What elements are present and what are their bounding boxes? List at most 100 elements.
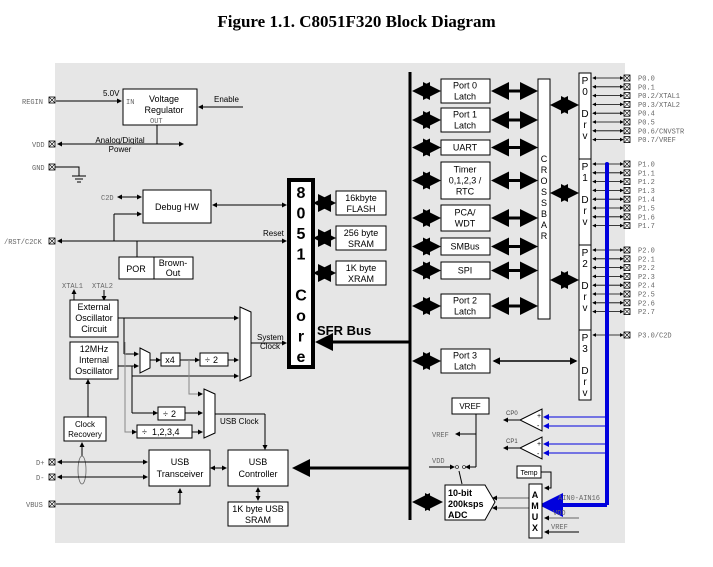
svg-text:Latch: Latch bbox=[454, 121, 476, 131]
svg-text:Port 1: Port 1 bbox=[453, 110, 477, 120]
regin-pin: REGIN bbox=[22, 96, 56, 107]
dminus-pin: D- bbox=[36, 473, 56, 483]
svg-text:Port 0: Port 0 bbox=[453, 81, 477, 91]
svg-text:CP0: CP0 bbox=[506, 411, 518, 417]
svg-text:-: - bbox=[537, 451, 540, 458]
usb-clock-label: USB Clock bbox=[220, 417, 260, 426]
svg-text:P1.4: P1.4 bbox=[638, 197, 655, 205]
core-letter: e bbox=[297, 349, 306, 366]
system-clock-label-1: System bbox=[257, 333, 284, 342]
svg-text:P2.4: P2.4 bbox=[638, 283, 655, 291]
svg-text:OUT: OUT bbox=[150, 118, 163, 126]
vin-label: 5.0V bbox=[103, 89, 120, 98]
svg-text:External: External bbox=[77, 302, 110, 312]
core-letter: 0 bbox=[297, 206, 306, 223]
svg-text:200ksps: 200ksps bbox=[448, 499, 484, 509]
svg-text:P2.5: P2.5 bbox=[638, 292, 655, 300]
svg-text:P0.3/XTAL2: P0.3/XTAL2 bbox=[638, 102, 680, 110]
amux-letter: M bbox=[531, 501, 539, 511]
clock-recovery-block: Clock Recovery bbox=[63, 416, 107, 442]
crossbar-letter: B bbox=[541, 209, 547, 219]
svg-text:Brown-: Brown- bbox=[159, 258, 188, 268]
svg-text:Controller: Controller bbox=[238, 469, 277, 479]
core-letter: r bbox=[298, 329, 304, 346]
core-letter: o bbox=[296, 308, 306, 325]
div2-system: ÷ 2 bbox=[199, 352, 229, 367]
adc-block: 10-bit 200ksps ADC bbox=[444, 484, 496, 521]
peripheral-block: SPI bbox=[412, 261, 538, 280]
x4-multiplier: x4 bbox=[160, 352, 181, 367]
svg-text:Oscillator: Oscillator bbox=[75, 313, 113, 323]
core-letter: 5 bbox=[297, 226, 306, 243]
svg-text:P0.5: P0.5 bbox=[638, 120, 655, 128]
external-oscillator-block: External Oscillator Circuit bbox=[69, 299, 119, 338]
svg-text:Circuit: Circuit bbox=[81, 324, 107, 334]
svg-text:P0.6/CNVSTR: P0.6/CNVSTR bbox=[638, 128, 685, 136]
svg-text:D: D bbox=[581, 109, 588, 120]
svg-text:2: 2 bbox=[582, 259, 588, 270]
svg-text:r: r bbox=[583, 292, 587, 303]
svg-text:Latch: Latch bbox=[454, 362, 476, 372]
crossbar-letter: S bbox=[541, 187, 547, 197]
svg-text:PCA/: PCA/ bbox=[454, 208, 476, 218]
clock-mux-small bbox=[139, 347, 151, 374]
svg-text:1K byte: 1K byte bbox=[346, 263, 377, 273]
svg-text:UART: UART bbox=[453, 143, 478, 153]
svg-text:2: 2 bbox=[213, 355, 218, 365]
usb-sram-block: 1K byte USB SRAM bbox=[227, 501, 289, 527]
usb-controller-block: USB Controller bbox=[227, 449, 289, 487]
div1234: ÷ 1,2,3,4 bbox=[136, 424, 193, 439]
port-driver-0: P0DrvP0.0P0.1P0.2/XTAL1P0.3/XTAL2P0.4P0.… bbox=[550, 72, 685, 163]
pin: P0.1 bbox=[592, 83, 655, 92]
svg-text:2: 2 bbox=[171, 409, 176, 419]
svg-text:Temp: Temp bbox=[520, 470, 537, 477]
svg-text:÷: ÷ bbox=[163, 409, 168, 419]
peripheral-block: PCA/WDT bbox=[412, 204, 538, 232]
pin: P0.4 bbox=[592, 109, 655, 119]
svg-text:Latch: Latch bbox=[454, 307, 476, 317]
svg-text:÷: ÷ bbox=[142, 427, 147, 437]
svg-text:P: P bbox=[582, 76, 589, 87]
svg-text:P0.7/VREF: P0.7/VREF bbox=[638, 137, 676, 145]
c2d-label: C2D bbox=[101, 195, 114, 203]
svg-text:256 byte: 256 byte bbox=[344, 228, 379, 238]
core-letter: C bbox=[295, 288, 307, 305]
svg-text:+: + bbox=[537, 441, 541, 448]
svg-text:v: v bbox=[583, 217, 588, 228]
pin: P0.0 bbox=[592, 74, 655, 84]
svg-text:P2.7: P2.7 bbox=[638, 309, 655, 317]
svg-text:P1.3: P1.3 bbox=[638, 188, 655, 196]
pin: P0.2/XTAL1 bbox=[592, 92, 680, 101]
svg-text:P: P bbox=[582, 333, 589, 344]
svg-text:WDT: WDT bbox=[455, 219, 476, 229]
svg-text:D: D bbox=[581, 195, 588, 206]
vdd-pin: VDD bbox=[32, 140, 56, 150]
svg-text:P0.2/XTAL1: P0.2/XTAL1 bbox=[638, 93, 680, 101]
crossbar-letter: O bbox=[540, 176, 547, 186]
cp1-comparator: + - CP1 bbox=[503, 436, 543, 460]
svg-text:v: v bbox=[583, 303, 588, 314]
core-letter: 8 bbox=[297, 185, 306, 202]
amux-vdd-label: VDD bbox=[553, 510, 566, 518]
svg-text:P2.6: P2.6 bbox=[638, 300, 655, 308]
svg-text:3: 3 bbox=[582, 344, 588, 355]
amux-letter: U bbox=[532, 512, 539, 522]
svg-text:1K byte USB: 1K byte USB bbox=[232, 504, 284, 514]
crossbar-letter: A bbox=[541, 220, 547, 230]
svg-text:P: P bbox=[582, 162, 589, 173]
crossbar-letter: R bbox=[541, 165, 548, 175]
pin: P0.6/CNVSTR bbox=[592, 127, 685, 136]
svg-text:D: D bbox=[581, 281, 588, 292]
crossbar-letter: S bbox=[541, 198, 547, 208]
xtal2-label: XTAL2 bbox=[92, 283, 113, 291]
core-letter: 1 bbox=[297, 247, 306, 264]
svg-text:0,1,2,3 /: 0,1,2,3 / bbox=[449, 176, 482, 186]
svg-text:P3.0/C2D: P3.0/C2D bbox=[638, 333, 672, 341]
svg-text:SPI: SPI bbox=[458, 266, 473, 276]
